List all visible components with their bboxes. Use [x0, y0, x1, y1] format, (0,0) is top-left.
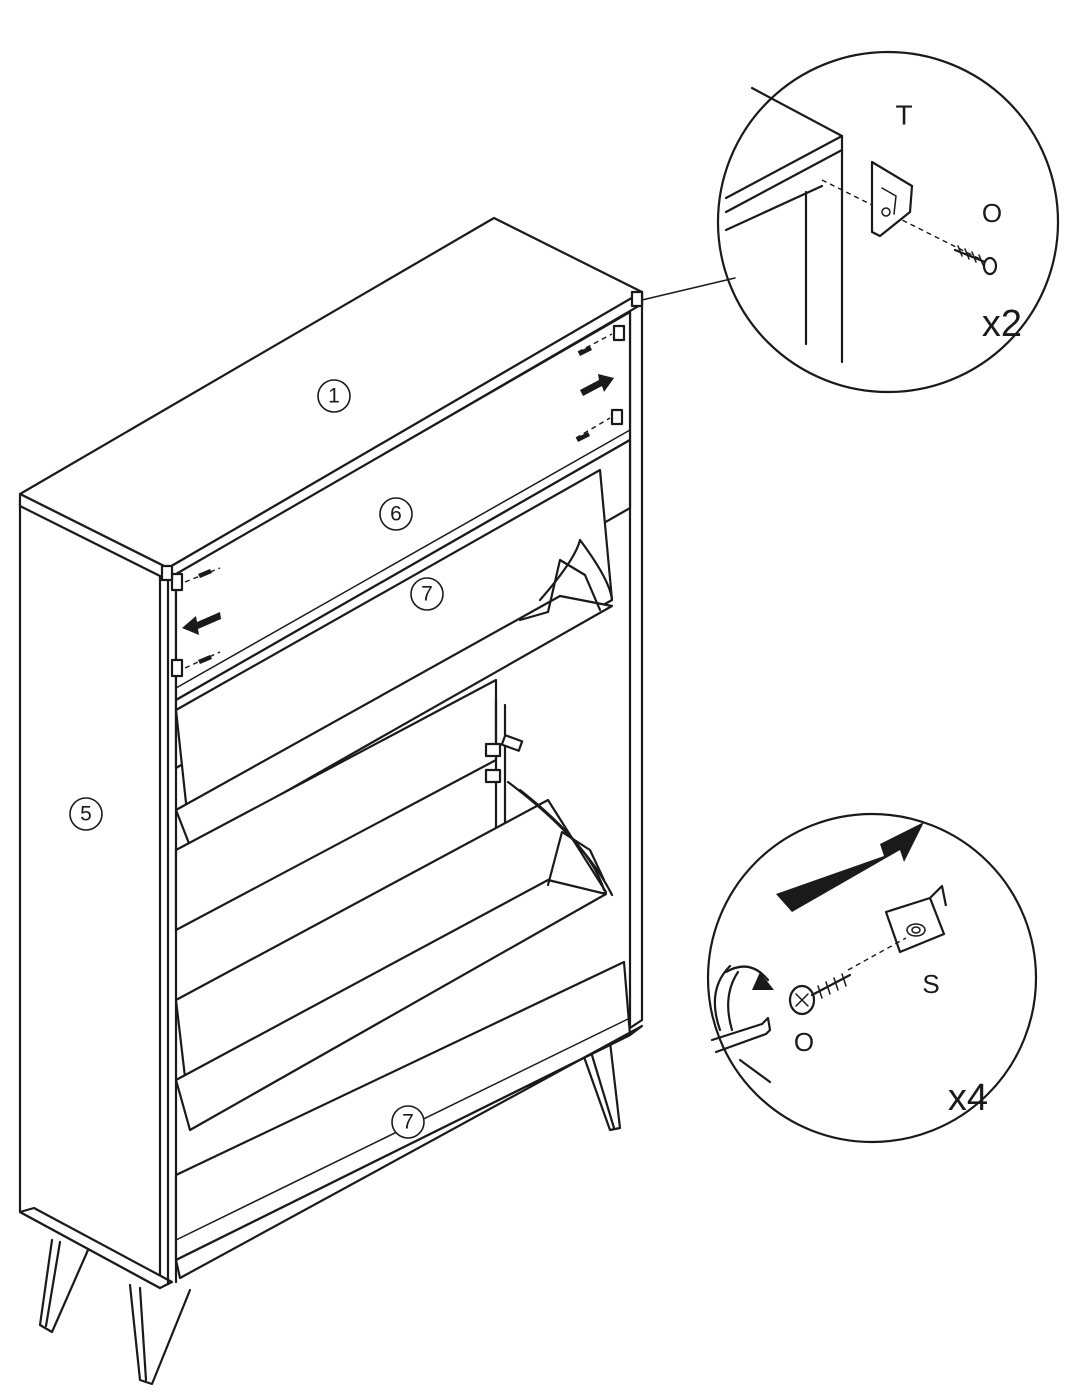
direction-arrow-icon [776, 822, 924, 912]
svg-text:O: O [982, 198, 1002, 228]
side-panel [18, 498, 162, 1290]
screw-icon-bottom [788, 973, 852, 1016]
svg-text:S: S [922, 969, 939, 999]
right-side-edge [628, 290, 644, 1030]
shoe-cabinet [18, 216, 736, 1386]
svg-text:O: O [794, 1027, 814, 1057]
t-bracket [870, 160, 914, 238]
svg-text:x4: x4 [948, 1077, 988, 1119]
corner-fitting-left [160, 564, 174, 582]
cabinet-legs [38, 1038, 622, 1386]
svg-text:7: 7 [421, 583, 433, 606]
detail-top: T O x2 [716, 50, 1060, 394]
svg-text:x2: x2 [982, 303, 1022, 345]
part-label-upper-flap: 7 [410, 577, 444, 611]
screw-icon [953, 245, 998, 276]
svg-text:T: T [895, 100, 912, 131]
hinge-blocks [484, 734, 524, 784]
part-label-side: 5 [69, 797, 103, 831]
svg-text:1: 1 [328, 385, 340, 408]
svg-text:7: 7 [402, 1111, 414, 1134]
part-label-top: 1 [317, 379, 351, 413]
svg-text:6: 6 [390, 503, 402, 526]
part-label-back-rail: 6 [379, 497, 413, 531]
screwdriver-icon [710, 964, 774, 1084]
s-fitting [884, 884, 948, 954]
detail-bottom: S O x4 [706, 812, 1038, 1144]
part-label-lower-flap: 7 [391, 1105, 425, 1139]
right-fasteners [575, 324, 626, 442]
svg-text:5: 5 [80, 803, 92, 826]
detail-pointer-line [641, 277, 736, 301]
left-fasteners [170, 567, 221, 678]
corner-fitting-right [630, 290, 644, 308]
side-panel-bottom-edge [18, 1206, 174, 1290]
